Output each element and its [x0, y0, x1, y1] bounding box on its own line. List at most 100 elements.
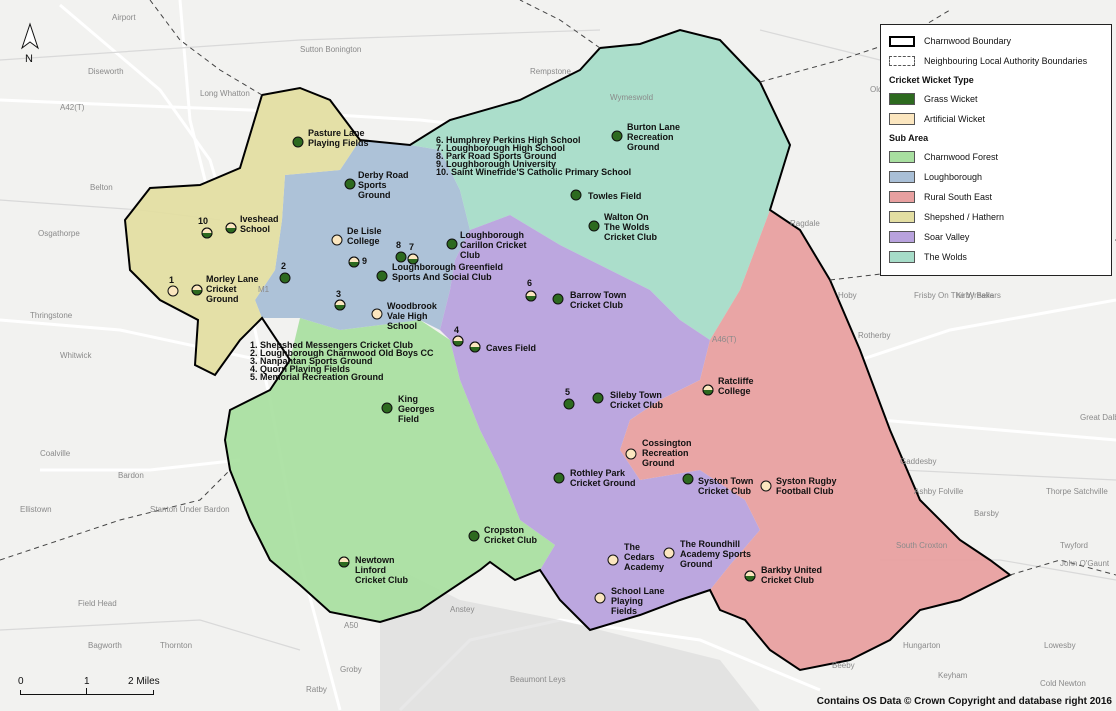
numbered-site: 7 — [407, 242, 419, 265]
subarea-rural-south-east — [620, 210, 1010, 670]
background-place-label: Sutton Bonington — [300, 45, 361, 54]
background-place-label: Beaumont Leys — [510, 675, 566, 684]
legend-shepshed-hathern: Shepshed / Hathern — [889, 207, 1103, 227]
site-label: Cricket Club — [761, 575, 815, 585]
site-number: 4 — [454, 325, 459, 335]
grass-wicket-marker — [592, 392, 604, 404]
scale-label-2: 2 Miles — [128, 676, 160, 687]
site-number: 9 — [362, 256, 367, 266]
grass-wicket-marker — [292, 136, 304, 148]
grass-half-fill — [453, 341, 463, 346]
site-label: Syston Rugby — [776, 476, 837, 486]
legend-dashed-swatch — [889, 56, 915, 66]
north-arrow-label: N — [25, 53, 33, 65]
site-label: Cossington — [642, 438, 692, 448]
urban-area — [380, 560, 760, 711]
subarea-shepshed-hathern — [125, 88, 360, 375]
grass-half-fill — [470, 347, 480, 352]
site-label: The Wolds — [604, 222, 649, 232]
background-place-label: Whitwick — [60, 351, 93, 360]
artificial-wicket-marker — [607, 554, 619, 566]
legend-rural-south-east: Rural South East — [889, 187, 1103, 207]
background-place-label: Bardon — [118, 471, 144, 480]
grass-wicket-marker — [381, 402, 393, 414]
background-place-label: Stanton Under Bardon — [150, 505, 230, 514]
site-label: Cricket Ground — [570, 478, 636, 488]
site-label: Barrow Town — [570, 290, 626, 300]
background-place-label: Thornton — [160, 641, 192, 650]
legend-boundary-swatch — [889, 35, 915, 47]
north-arrow: N — [21, 22, 39, 65]
grass-wicket-marker — [395, 251, 407, 263]
site-label: Playing Fields — [308, 138, 369, 148]
site-label: Morley Lane — [206, 274, 259, 284]
grass-half-fill — [202, 233, 212, 238]
site-label: Ground — [642, 458, 675, 468]
legend-label: Loughborough — [924, 172, 983, 182]
site-label: Playing — [611, 596, 643, 606]
grass-half-fill — [349, 262, 359, 267]
numbered-site: 2 — [279, 261, 291, 284]
background-place-label: Gaddesby — [900, 457, 936, 466]
background-place-label: Beeby — [832, 661, 855, 670]
background-place-label: Belton — [90, 183, 113, 192]
site-label: Caves Field — [486, 343, 536, 353]
scale-bar-line — [20, 690, 154, 695]
grass-wicket-marker — [552, 293, 564, 305]
site-label: Ground — [680, 559, 713, 569]
grass-wicket-marker — [611, 130, 623, 142]
site-label: De Lisle — [347, 226, 382, 236]
marker-outline — [744, 570, 756, 582]
site-label: Club — [460, 250, 480, 260]
background-place-label: Barsby — [974, 509, 999, 518]
background-place-label: South Croxton — [896, 541, 947, 550]
grass-half-fill — [745, 576, 755, 581]
site-label: Cricket Club — [570, 300, 624, 310]
site-label: Woodbrook — [387, 301, 438, 311]
legend-swatch — [889, 191, 915, 203]
site-label: Recreation — [642, 448, 689, 458]
legend-swatch — [889, 93, 915, 105]
numbered-list-item: 7. Loughborough High School — [436, 143, 565, 153]
site-label: School Lane — [611, 586, 665, 596]
site-label: Cricket Club — [698, 486, 752, 496]
site-number: 8 — [396, 240, 401, 250]
grass-half-fill — [335, 305, 345, 310]
marker-outline — [225, 222, 237, 234]
site-label: Ground — [627, 142, 660, 152]
background-place-label: A42(T) — [60, 103, 85, 112]
legend-swatch — [889, 251, 915, 263]
site-label: Sileby Town — [610, 390, 662, 400]
site-label: The Roundhill — [680, 539, 740, 549]
background-place-label: Osgathorpe — [38, 229, 80, 238]
site-number: 7 — [409, 242, 414, 252]
site-label: Syston Town — [698, 476, 753, 486]
marker-outline — [201, 227, 213, 239]
site-label: School — [387, 321, 417, 331]
background-place-label: Ellistown — [20, 505, 52, 514]
site-label: Cricket Club — [484, 535, 538, 545]
numbered-list-item: 9. Loughborough University — [436, 159, 556, 169]
site-label: Georges — [398, 404, 435, 414]
site-label: Ratcliffe — [718, 376, 754, 386]
numbered-site: 9 — [348, 256, 367, 268]
legend-neighbouring-boundaries: Neighbouring Local Authority Boundaries — [889, 51, 1103, 71]
scale-bar-mid-tick — [86, 688, 87, 695]
numbered-site: 6 — [525, 278, 537, 302]
background-place-label: Diseworth — [88, 67, 124, 76]
site-label: Rothley Park — [570, 468, 626, 478]
artificial-wicket-marker — [167, 285, 179, 297]
background-place-label: Thringstone — [30, 311, 73, 320]
background-place-label: Ragdale — [790, 219, 820, 228]
numbered-site: 5 — [563, 387, 575, 410]
site-label: Vale High — [387, 311, 428, 321]
